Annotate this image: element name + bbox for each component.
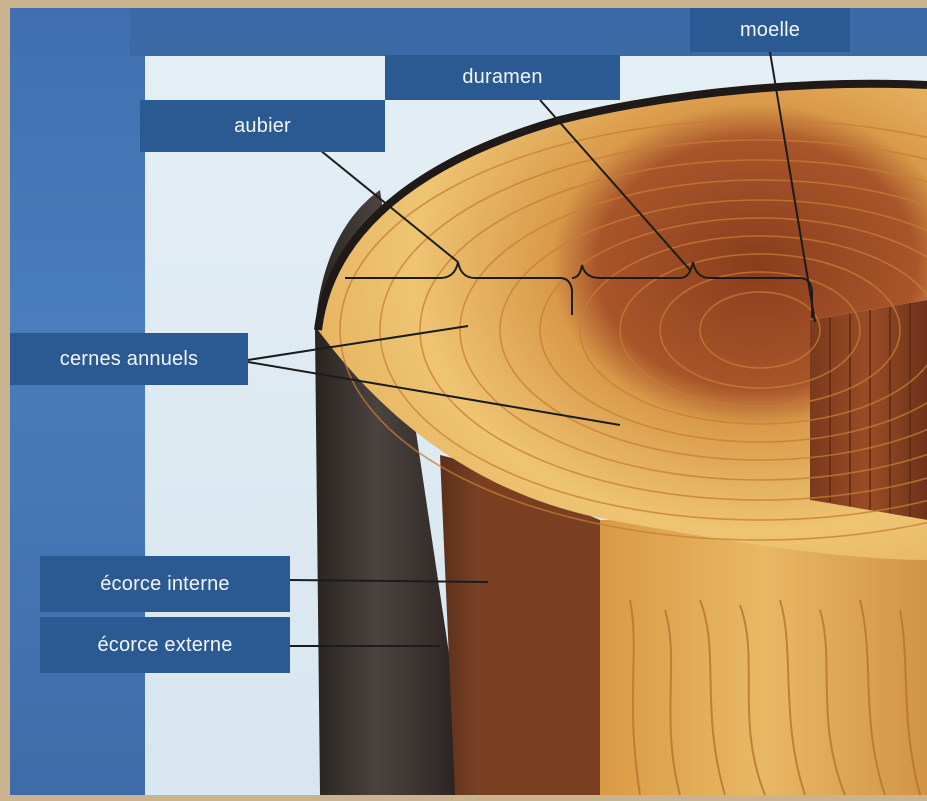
label-duramen: duramen <box>385 55 620 100</box>
label-ecorce-interne: écorce interne <box>40 556 290 612</box>
longitudinal-cut-face <box>600 520 927 795</box>
label-cernes-annuels: cernes annuels <box>10 333 248 385</box>
side-wood-face <box>480 470 600 795</box>
label-aubier: aubier <box>140 100 385 152</box>
label-ecorce-externe: écorce externe <box>40 617 290 673</box>
label-moelle: moelle <box>690 8 850 52</box>
